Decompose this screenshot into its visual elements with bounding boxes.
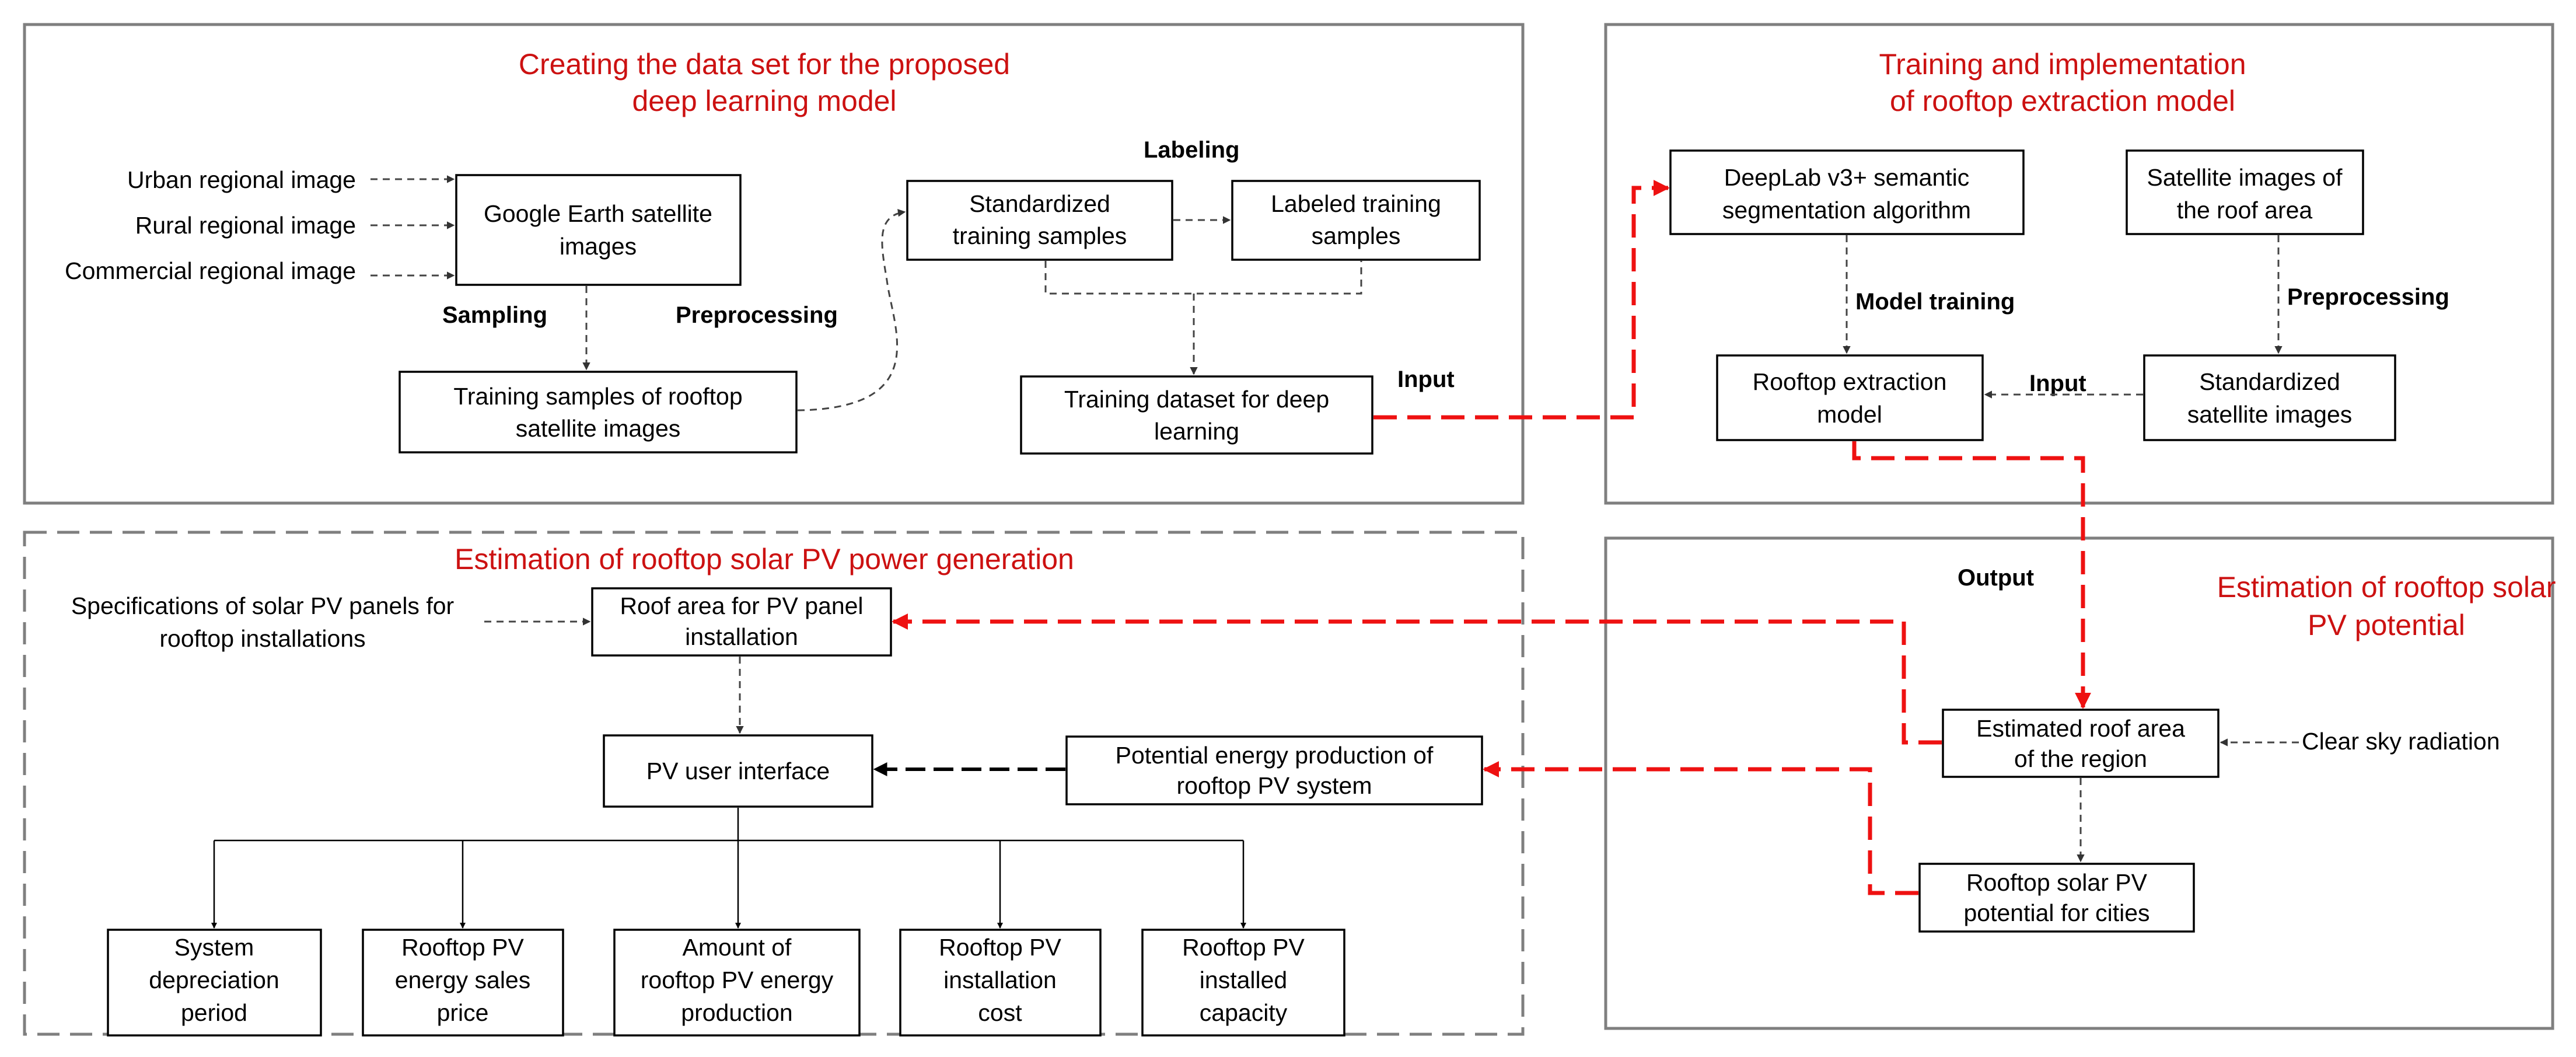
capacity-line1: Rooftop PV — [1182, 934, 1305, 961]
depreciation-line2: depreciation — [149, 967, 279, 993]
dataset-title-line1: Creating the data set for the proposed — [519, 48, 1010, 81]
potential-to-energy-arrow — [1483, 761, 1918, 895]
rooftop-potential-line2: potential for cities — [1963, 899, 2149, 926]
rooftop-potential-box — [1918, 863, 2195, 933]
training-dataset-line2: learning — [1154, 418, 1239, 445]
roof-area-pv-line2: installation — [685, 623, 798, 650]
preprocessing-right-label: Preprocessing — [2287, 284, 2449, 310]
deeplab-box — [1669, 149, 2025, 235]
capacity-line3: capacity — [1200, 999, 1288, 1026]
training-title-line1: Training and implementation — [1879, 48, 2246, 81]
rural-image-label: Rural regional image — [135, 212, 356, 239]
rooftop-model-line2: model — [1817, 401, 1882, 428]
sampling-label: Sampling — [442, 302, 547, 328]
sales-price-line3: price — [437, 999, 489, 1026]
energy-amount-box — [613, 929, 861, 1037]
standardized-satellite-line2: satellite images — [2187, 401, 2353, 428]
potential-title-line2: PV potential — [2308, 609, 2465, 641]
merge-to-dataset-arrow — [1044, 261, 1362, 374]
training-dataset-box — [1020, 375, 1373, 455]
energy-amount-line3: production — [681, 999, 792, 1026]
install-cost-line3: cost — [978, 999, 1022, 1026]
potential-energy-line1: Potential energy production of — [1116, 742, 1434, 769]
energy-amount-line2: rooftop PV energy — [641, 967, 834, 993]
potential-section-frame — [1604, 536, 2554, 1030]
model-to-estimated-arrow — [1852, 441, 2091, 709]
install-cost-line1: Rooftop PV — [939, 934, 1061, 961]
standardized-training-box — [906, 180, 1173, 261]
training-samples-box — [399, 371, 798, 454]
estimation-title: Estimation of rooftop solar PV power gen… — [455, 543, 1074, 575]
potential-title-line1: Estimation of rooftop solar — [2217, 571, 2556, 603]
google-earth-line2: images — [560, 233, 637, 260]
potential-energy-box — [1065, 735, 1483, 805]
specs-label-line1: Specifications of solar PV panels for — [71, 592, 454, 619]
standardized-training-line2: training samples — [953, 222, 1127, 249]
estimated-roof-line1: Estimated roof area — [1976, 715, 2185, 742]
dataset-section-frame — [23, 23, 1525, 505]
depreciation-box — [107, 929, 322, 1037]
dataset-title-line2: deep learning model — [632, 85, 896, 117]
dataset-to-deeplab-arrow — [1373, 180, 1670, 420]
clear-sky-label: Clear sky radiation — [2302, 728, 2500, 755]
energy-amount-line1: Amount of — [683, 934, 792, 961]
depreciation-line3: period — [181, 999, 247, 1026]
estimated-to-roof-area-arrow — [892, 613, 1942, 745]
output-label: Output — [1958, 565, 2034, 591]
model-training-label: Model training — [1855, 289, 2015, 315]
preprocessing-left-label: Preprocessing — [676, 302, 838, 328]
roof-area-pv-line1: Roof area for PV panel — [620, 592, 863, 619]
training-section-frame — [1604, 23, 2554, 505]
potential-energy-line2: rooftop PV system — [1177, 772, 1372, 799]
training-dataset-line1: Training dataset for deep — [1064, 386, 1329, 413]
labeled-training-line1: Labeled training — [1271, 190, 1441, 217]
capacity-line2: installed — [1200, 967, 1287, 993]
samples-to-standardized-arrow — [797, 208, 906, 411]
install-cost-line2: installation — [943, 967, 1057, 993]
satellite-roof-line1: Satellite images of — [2147, 164, 2343, 191]
training-title-line2: of rooftop extraction model — [1890, 85, 2235, 117]
capacity-box — [1141, 929, 1345, 1037]
rooftop-potential-line1: Rooftop solar PV — [1966, 869, 2148, 896]
install-cost-box — [899, 929, 1102, 1037]
urban-image-label: Urban regional image — [127, 166, 356, 193]
training-samples-line1: Training samples of rooftop — [453, 383, 742, 410]
depreciation-line1: System — [174, 934, 254, 961]
deeplab-line1: DeepLab v3+ semantic — [1724, 164, 1970, 191]
commercial-image-label: Commercial regional image — [65, 257, 356, 284]
standardized-satellite-box — [2143, 354, 2396, 441]
input-left-label: Input — [1397, 367, 1455, 392]
rooftop-model-box — [1716, 354, 1984, 441]
google-earth-box — [455, 174, 742, 286]
standardized-training-line1: Standardized — [969, 190, 1110, 217]
pv-ui-line1: PV user interface — [646, 758, 830, 784]
rooftop-model-line1: Rooftop extraction — [1753, 368, 1947, 395]
labeling-label: Labeling — [1144, 137, 1239, 163]
satellite-roof-line2: the roof area — [2177, 197, 2313, 224]
sales-price-line2: energy sales — [395, 967, 530, 993]
pv-ui-box — [603, 734, 873, 808]
labeled-training-box — [1231, 180, 1481, 261]
roof-area-pv-box — [591, 587, 892, 657]
labeled-training-line2: samples — [1312, 222, 1401, 249]
standardized-satellite-line1: Standardized — [2199, 368, 2340, 395]
estimated-roof-line2: of the region — [2014, 745, 2147, 772]
sales-price-line1: Rooftop PV — [401, 934, 524, 961]
training-samples-line2: satellite images — [516, 415, 681, 442]
satellite-roof-box — [2126, 149, 2364, 235]
input-right-label: Input — [2029, 371, 2086, 396]
sales-price-box — [362, 929, 564, 1037]
estimated-roof-box — [1942, 709, 2220, 778]
deeplab-line2: segmentation algorithm — [1722, 197, 1971, 224]
google-earth-line1: Google Earth satellite — [484, 200, 712, 227]
specs-label-line2: rooftop installations — [159, 625, 365, 652]
